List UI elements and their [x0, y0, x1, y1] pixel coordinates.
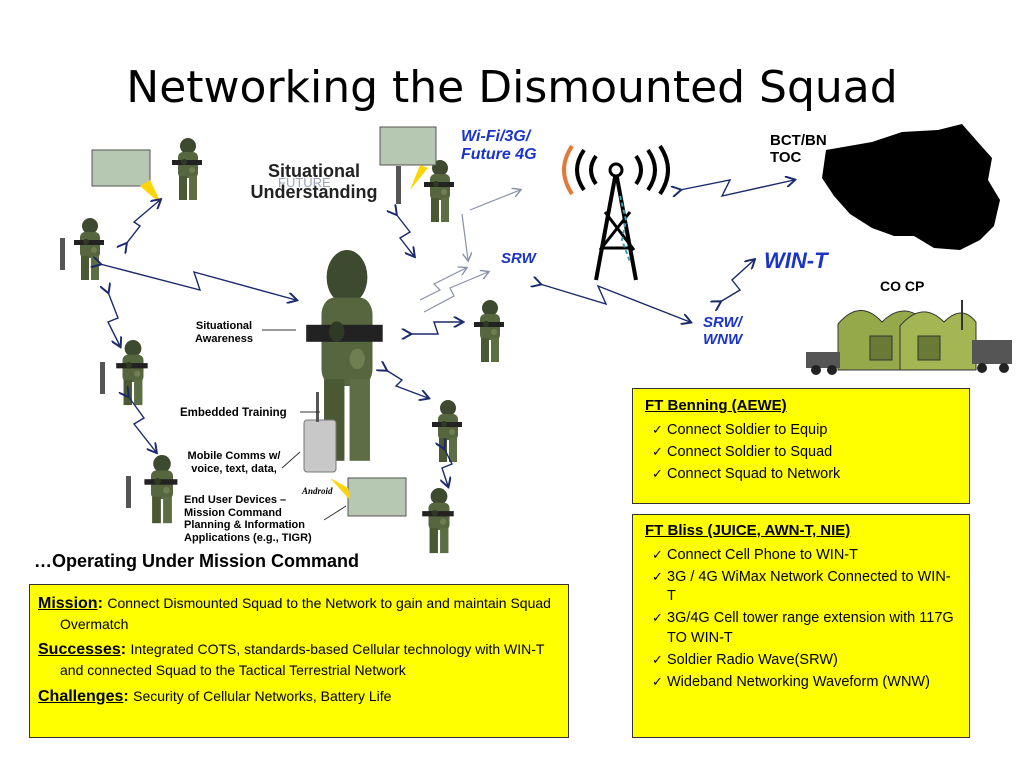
- situational-awareness-label: Situational Awareness: [195, 320, 253, 345]
- cell-tower-icon: [562, 144, 670, 281]
- ft-benning-box: FT Benning (AEWE) ✓Connect Soldier to Eq…: [632, 388, 970, 504]
- challenges-key: Challenges: [38, 687, 124, 705]
- check-icon: ✓: [652, 569, 663, 585]
- link-arrow: [540, 284, 690, 322]
- end-user-devices-label: End User Devices – Mission Command Plann…: [184, 494, 312, 544]
- embedded-training-label: Embedded Training: [180, 407, 287, 419]
- link-arrow: [386, 370, 428, 398]
- link-arrow: [100, 264, 296, 300]
- situational-understanding-label: Situational Understanding: [250, 161, 378, 202]
- srw-wnw-label: SRW/ WNW: [703, 314, 743, 349]
- list-item: ✓Soldier Radio Wave(SRW): [652, 651, 838, 668]
- soldier-icon: [74, 218, 104, 280]
- co-cp-label: CO CP: [880, 278, 925, 294]
- wifi-3g-4g-label: Wi-Fi/3G/ Future 4G: [461, 128, 537, 164]
- srw-label: SRW: [501, 250, 536, 267]
- challenges-text: Security of Cellular Networks, Battery L…: [133, 687, 392, 704]
- soldier-icon: [422, 488, 454, 554]
- soldier-icon: [474, 300, 504, 362]
- android-label: Android: [302, 486, 333, 496]
- check-icon: ✓: [652, 466, 663, 482]
- list-item: ✓3G/4G Cell tower range extension with 1…: [652, 610, 954, 646]
- check-icon: ✓: [652, 547, 663, 562]
- radio-icon: [100, 362, 105, 394]
- radio-icon: [396, 166, 401, 204]
- mission-text: Connect Dismounted Squad to the Network …: [60, 595, 551, 632]
- win-t-label: WIN-T: [764, 248, 828, 273]
- slide-title: Networking the Dismounted Squad: [126, 62, 898, 113]
- operating-caption: …Operating Under Mission Command: [34, 551, 360, 571]
- link-arrow: [410, 322, 462, 334]
- check-icon: ✓: [652, 673, 663, 689]
- mobile-comms-label: Mobile Comms w/ voice, text, data,: [187, 450, 281, 475]
- list-item: ✓3G / 4G WiMax Network Connected to WIN-…: [652, 569, 951, 605]
- radio-icon: [60, 238, 65, 270]
- link-arrow: [396, 214, 414, 256]
- link-arrow: [680, 180, 794, 196]
- soldier-icon: [116, 340, 148, 406]
- link-arrow: [461, 213, 468, 260]
- list-item: ✓Wideband Networking Waveform (WNW): [652, 673, 930, 690]
- ft-benning-heading: FT Benning (AEWE): [645, 397, 787, 414]
- radio-icon: [303, 419, 337, 473]
- soldier-icon: [424, 160, 454, 222]
- toc-map-icon: [822, 124, 1000, 250]
- ft-bliss-box: FT Bliss (JUICE, AWN-T, NIE) ✓Connect Ce…: [632, 514, 970, 738]
- link-arrow: [128, 396, 156, 452]
- check-icon: ✓: [652, 651, 663, 667]
- ft-bliss-heading: FT Bliss (JUICE, AWN-T, NIE): [645, 522, 851, 539]
- radio-icon: [316, 392, 319, 422]
- mission-line: Mission: Connect Dismounted Squad to the…: [38, 595, 551, 632]
- command-post-tents-icon: [806, 300, 1012, 375]
- successes-text: Integrated COTS, standards-based Cellula…: [60, 641, 545, 679]
- link-arrow: [419, 268, 466, 301]
- successes-line: Successes: Integrated COTS, standards-ba…: [38, 641, 545, 679]
- link-arrow: [720, 260, 754, 302]
- future-watermark: FUTURE: [278, 175, 331, 190]
- list-item: ✓Connect Soldier to Squad: [652, 444, 833, 461]
- successes-key: Successes: [38, 641, 121, 659]
- list-item: ✓Connect Cell Phone to WIN-T: [652, 547, 858, 563]
- map-screen-icon: [379, 126, 437, 166]
- soldier-icon: [144, 455, 178, 524]
- bct-bn-toc-label: BCT/BN TOC: [770, 132, 827, 167]
- radio-icon: [126, 476, 131, 508]
- link-arrow: [423, 272, 488, 313]
- check-icon: ✓: [652, 444, 663, 460]
- list-item: ✓Connect Soldier to Equip: [652, 422, 828, 438]
- link-arrow: [108, 292, 120, 346]
- mission-key: Mission: [38, 595, 98, 612]
- check-icon: ✓: [652, 422, 663, 437]
- map-screen-icon: [91, 149, 151, 187]
- check-icon: ✓: [652, 610, 663, 626]
- soldier-icon: [172, 138, 202, 200]
- map-screen-icon: [347, 477, 407, 517]
- link-arrow: [469, 190, 520, 211]
- link-arrow: [442, 448, 453, 486]
- challenges-line: Challenges: Security of Cellular Network…: [38, 687, 392, 705]
- list-item: ✓Connect Squad to Network: [652, 466, 841, 483]
- mission-box: Mission: Connect Dismounted Squad to the…: [29, 584, 569, 738]
- link-arrow: [126, 200, 160, 244]
